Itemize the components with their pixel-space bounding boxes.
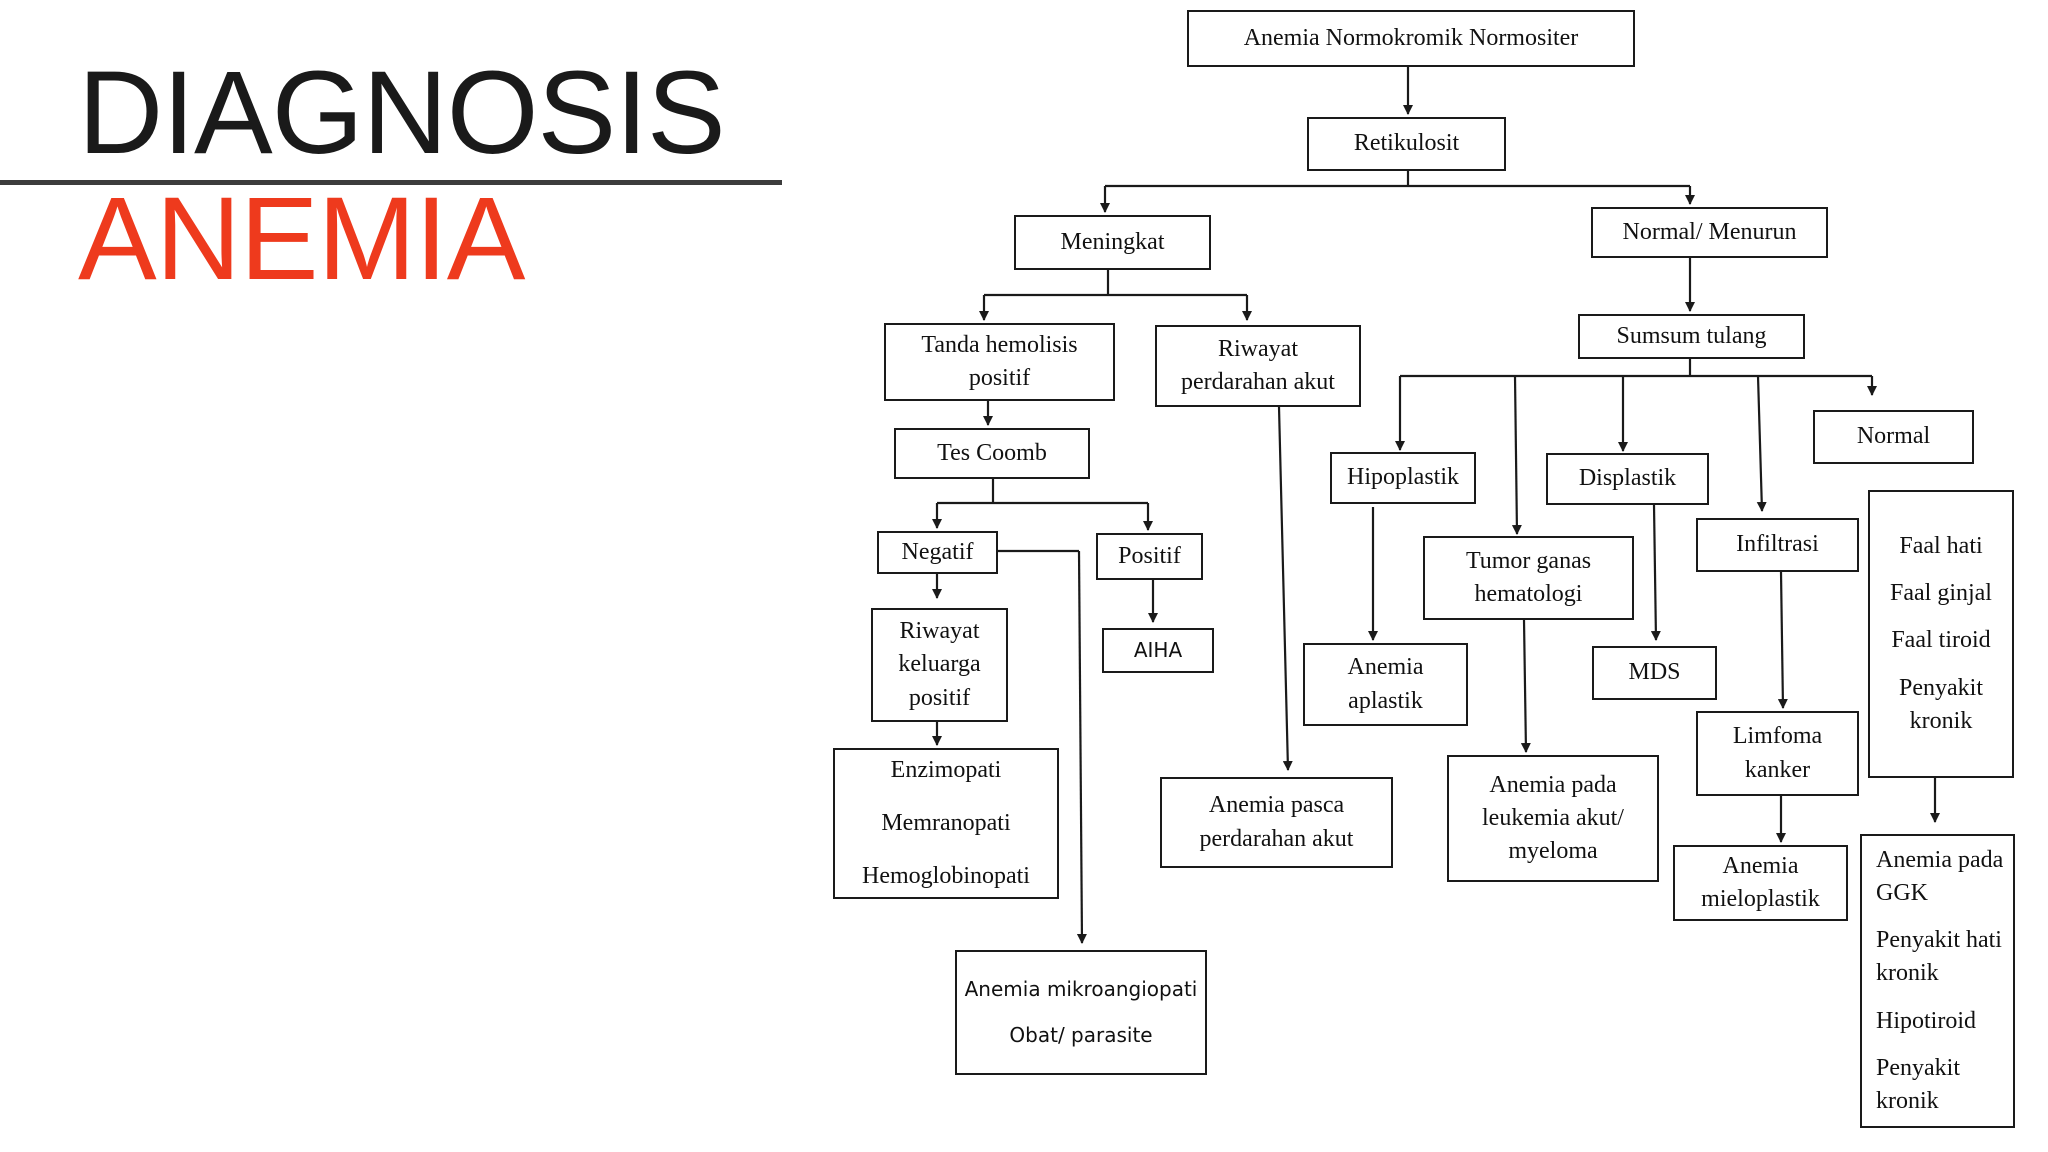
- node-hipotiroid: Hipotiroid: [1876, 1007, 1976, 1034]
- node-tanda-hemolisis: Tanda hemolisis positif: [884, 323, 1115, 401]
- node-penyakit-hati-kronik: Penyakit hati kronik: [1876, 927, 2002, 987]
- node-pasca-perdarahan: Anemia pasca perdarahan akut: [1160, 777, 1393, 868]
- title-divider: [0, 180, 782, 185]
- node-meningkat-label: Meningkat: [1060, 228, 1165, 255]
- node-displastik-label: Displastik: [1578, 465, 1677, 492]
- node-anemia-ggk-group: Anemia pada GGK Penyakit hati kronik Hip…: [1860, 834, 2015, 1128]
- node-hipoplastik: Hipoplastik: [1330, 452, 1476, 504]
- node-tes-coomb: Tes Coomb: [894, 428, 1090, 479]
- node-penyakit-kronik: Penyakit kronik: [1899, 674, 1983, 734]
- node-sumsum-tulang: Sumsum tulang: [1578, 314, 1805, 359]
- node-penyakit-kronik-2: Penyakit kronik: [1876, 1054, 1960, 1114]
- node-leukemia-label: Anemia pada leukemia akut/ myeloma: [1482, 771, 1624, 865]
- node-retikulosit-label: Retikulosit: [1353, 130, 1460, 157]
- node-faal-hati: Faal hati: [1899, 533, 1983, 560]
- node-mds: MDS: [1592, 646, 1717, 700]
- node-negatif-label: Negatif: [901, 538, 974, 565]
- node-limfoma-label: Limfoma kanker: [1732, 723, 1823, 783]
- node-enzimopati: Enzimopati: [890, 756, 1002, 783]
- node-tumor-ganas: Tumor ganas hematologi: [1423, 536, 1634, 620]
- node-normal-label: Normal: [1856, 423, 1931, 450]
- node-displastik: Displastik: [1546, 453, 1709, 505]
- slide-title-line2: ANEMIA: [78, 173, 525, 305]
- node-faal-ginjal: Faal ginjal: [1890, 580, 1992, 607]
- node-hipoplastik-label: Hipoplastik: [1347, 464, 1459, 491]
- node-normal-menurun: Normal/ Menurun: [1591, 207, 1828, 258]
- node-anemia-aplastik-label: Anemia aplastik: [1347, 654, 1424, 714]
- node-faal-group: Faal hati Faal ginjal Faal tiroid Penyak…: [1868, 490, 2014, 778]
- node-aiha-label: AIHA: [1133, 637, 1183, 662]
- node-hemoglobinopati: Hemoglobinopati: [862, 863, 1030, 890]
- node-retikulosit: Retikulosit: [1307, 117, 1506, 171]
- node-leukemia: Anemia pada leukemia akut/ myeloma: [1447, 755, 1659, 882]
- node-normal: Normal: [1813, 410, 1974, 464]
- node-tes-coomb-label: Tes Coomb: [937, 439, 1047, 466]
- node-riwayat-keluarga: Riwayat keluarga positif: [871, 608, 1008, 722]
- node-enzimopati-group: Enzimopati Memranopati Hemoglobinopati: [833, 748, 1059, 899]
- node-limfoma: Limfoma kanker: [1696, 711, 1859, 796]
- node-mieloplastik: Anemia mieloplastik: [1673, 845, 1848, 921]
- node-faal-tiroid: Faal tiroid: [1891, 627, 1991, 654]
- node-tanda-hemolisis-label: Tanda hemolisis positif: [921, 331, 1078, 391]
- node-aiha: AIHA: [1102, 628, 1214, 673]
- node-mds-label: MDS: [1628, 659, 1681, 686]
- node-memranopati: Memranopati: [881, 809, 1011, 836]
- node-mieloplastik-label: Anemia mieloplastik: [1701, 852, 1820, 912]
- node-obat-parasite: Obat/ parasite: [1009, 1022, 1153, 1047]
- node-infiltrasi-label: Infiltrasi: [1736, 531, 1819, 558]
- node-normal-menurun-label: Normal/ Menurun: [1622, 218, 1797, 245]
- node-root: Anemia Normokromik Normositer: [1187, 10, 1635, 67]
- node-meningkat: Meningkat: [1014, 215, 1211, 270]
- node-riwayat-perdarahan: Riwayat perdarahan akut: [1155, 325, 1361, 407]
- node-tumor-ganas-label: Tumor ganas hematologi: [1465, 547, 1592, 607]
- node-riwayat-perdarahan-label: Riwayat perdarahan akut: [1181, 335, 1335, 395]
- node-root-label: Anemia Normokromik Normositer: [1243, 24, 1579, 51]
- node-riwayat-keluarga-label: Riwayat keluarga positif: [898, 618, 981, 711]
- node-sumsum-tulang-label: Sumsum tulang: [1616, 322, 1767, 349]
- node-infiltrasi: Infiltrasi: [1696, 518, 1859, 572]
- node-positif: Positif: [1096, 533, 1203, 580]
- node-mikroangiopati-group: Anemia mikroangiopati Obat/ parasite: [955, 950, 1207, 1075]
- node-pasca-perdarahan-label: Anemia pasca perdarahan akut: [1199, 792, 1354, 852]
- node-anemia-ggk: Anemia pada GGK: [1876, 847, 2004, 907]
- slide-title-line1: DIAGNOSIS: [78, 47, 726, 179]
- node-anemia-mikroangiopati: Anemia mikroangiopati: [964, 976, 1198, 1001]
- node-anemia-aplastik: Anemia aplastik: [1303, 643, 1468, 726]
- node-positif-label: Positif: [1118, 542, 1181, 569]
- node-negatif: Negatif: [877, 531, 998, 574]
